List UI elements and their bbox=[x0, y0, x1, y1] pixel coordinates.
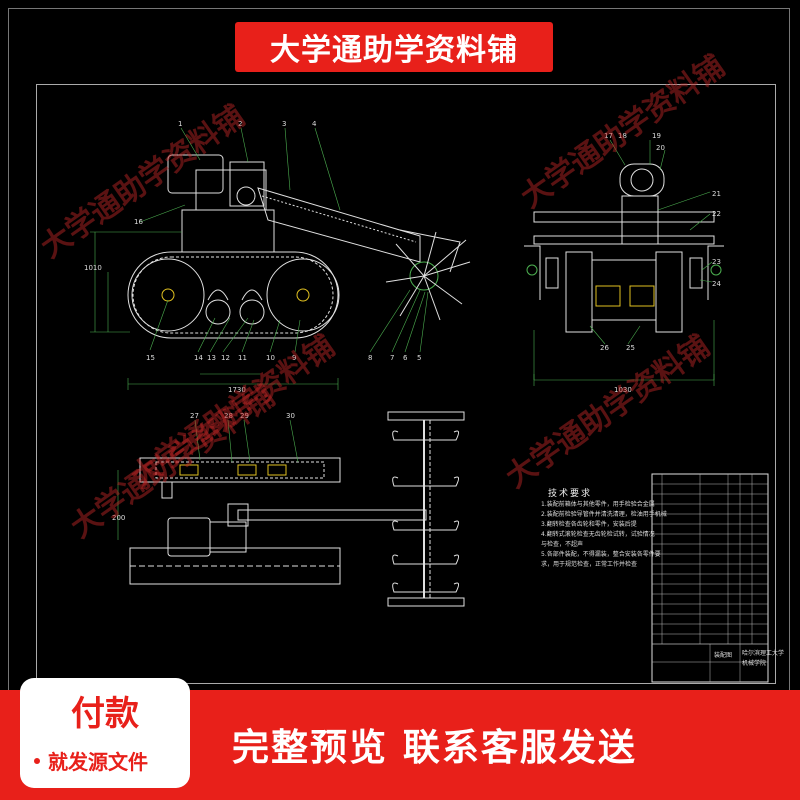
svg-text:17: 17 bbox=[604, 132, 613, 140]
svg-text:23: 23 bbox=[712, 258, 721, 266]
svg-text:16: 16 bbox=[134, 218, 143, 226]
note-line: 3.翻转检查各齿轮和零件，安装后提 bbox=[541, 521, 637, 528]
store-banner-title: 大学通助学资料铺 bbox=[270, 33, 518, 68]
svg-text:200: 200 bbox=[112, 514, 125, 522]
drawing-inner-frame bbox=[36, 84, 776, 684]
svg-text:22: 22 bbox=[712, 210, 721, 218]
svg-text:25: 25 bbox=[626, 344, 635, 352]
notes-title: 技术要求 bbox=[548, 489, 593, 499]
svg-text:7: 7 bbox=[390, 354, 394, 362]
title-block-dept: 机械学院 bbox=[742, 660, 767, 667]
svg-text:1010: 1010 bbox=[84, 264, 102, 272]
note-line: 求，用于规范检查，正常工作并检查 bbox=[541, 561, 638, 568]
note-line: 4.翻转式滚轮检查无齿轮检试转，试验情况 bbox=[541, 531, 655, 538]
svg-text:28: 28 bbox=[224, 412, 233, 420]
svg-text:3: 3 bbox=[282, 120, 286, 128]
svg-text:8: 8 bbox=[368, 354, 372, 362]
svg-text:27: 27 bbox=[190, 412, 199, 420]
svg-text:13: 13 bbox=[207, 354, 216, 362]
pay-title: 付款 bbox=[71, 694, 139, 734]
svg-text:12: 12 bbox=[221, 354, 230, 362]
svg-text:26: 26 bbox=[600, 344, 609, 352]
title-block-name: 装配图 bbox=[714, 652, 733, 659]
svg-text:19: 19 bbox=[652, 132, 661, 140]
svg-text:15: 15 bbox=[146, 354, 155, 362]
store-banner: 大学通助学资料铺 bbox=[235, 22, 553, 72]
svg-text:11: 11 bbox=[238, 354, 247, 362]
svg-text:1: 1 bbox=[178, 120, 182, 128]
svg-text:14: 14 bbox=[194, 354, 203, 362]
pay-card[interactable]: 付款 就发源文件 bbox=[20, 678, 190, 788]
svg-text:24: 24 bbox=[712, 280, 721, 288]
note-line: 1.装配前箱体与其他零件，用手检验合金属 bbox=[541, 501, 655, 508]
svg-text:6: 6 bbox=[403, 354, 408, 362]
svg-text:9: 9 bbox=[292, 354, 296, 362]
svg-text:4: 4 bbox=[312, 120, 317, 128]
pay-subtitle: 就发源文件 bbox=[48, 750, 148, 774]
title-block-school: 哈尔滨理工大学 bbox=[742, 650, 785, 657]
note-line: 2.装配前检验导管件并清洗清理，检油用手机械 bbox=[541, 511, 667, 518]
svg-text:20: 20 bbox=[656, 144, 665, 152]
note-line: 与检查，不超声 bbox=[541, 541, 584, 548]
track-side bbox=[127, 251, 339, 339]
cta-text: 完整预览 联系客服发送 bbox=[232, 726, 637, 769]
svg-text:2: 2 bbox=[238, 120, 242, 128]
svg-text:21: 21 bbox=[712, 190, 721, 198]
bullet-icon bbox=[34, 758, 40, 764]
svg-text:5: 5 bbox=[417, 354, 421, 362]
motor-side bbox=[167, 154, 224, 194]
svg-text:10: 10 bbox=[266, 354, 275, 362]
notes-list: 1.装配前箱体与其他零件，用手检验合金属 2.装配前检验导管件并清洗清理，检油用… bbox=[541, 500, 667, 570]
svg-text:18: 18 bbox=[618, 132, 627, 140]
note-line: 5.各部件装配，不得漏装，整合安装各零件要 bbox=[541, 551, 661, 558]
svg-text:30: 30 bbox=[286, 412, 295, 420]
svg-text:29: 29 bbox=[240, 412, 249, 420]
svg-text:1730: 1730 bbox=[228, 386, 246, 394]
svg-text:1030: 1030 bbox=[614, 386, 632, 394]
